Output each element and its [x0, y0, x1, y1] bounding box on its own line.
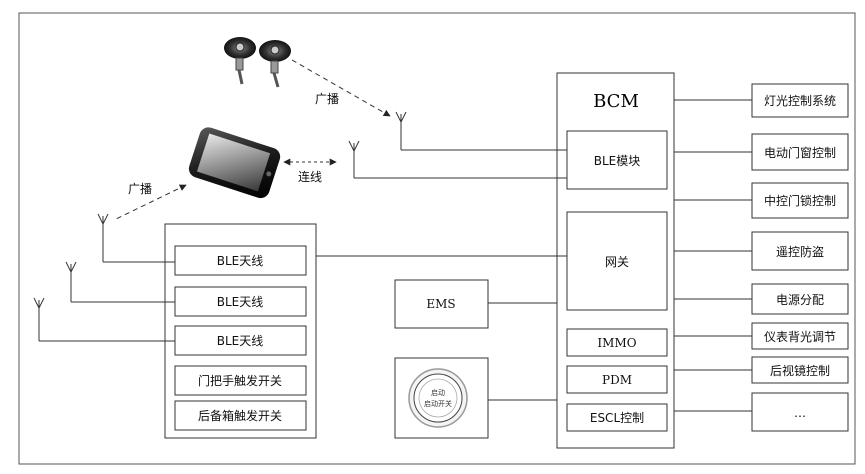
output-power-window — [751, 133, 849, 171]
tpms-sensor-icon — [224, 37, 256, 85]
output-lighting-label: 灯光控制系统 — [764, 94, 836, 108]
trunk-switch — [174, 400, 307, 431]
bcm-module-immo-label: IMMO — [597, 336, 636, 350]
connect-label: 连线 — [298, 169, 322, 184]
phone-broadcast-arrow — [113, 184, 187, 221]
output-remote-alarm-label: 遥控防盗 — [776, 244, 824, 259]
antenna-icon — [65, 261, 175, 303]
start-button-icon: 启动 启动开关 — [408, 368, 468, 428]
outputs — [674, 83, 849, 432]
antenna-icon — [97, 213, 175, 263]
door-handle-switch — [174, 365, 307, 396]
tpms-broadcast-arrow — [291, 59, 391, 117]
antenna-icon — [348, 140, 567, 179]
output-central-lock-label: 中控门锁控制 — [764, 193, 836, 208]
output-more — [751, 392, 849, 432]
antenna-item-3-label: BLE天线 — [217, 334, 264, 348]
bcm-module-gateway-label: 网关 — [605, 255, 629, 269]
tpms-sensor-icon — [259, 40, 291, 88]
antenna-item-1 — [174, 245, 307, 276]
output-backlight — [751, 322, 849, 350]
output-more-label: … — [794, 406, 806, 420]
bcm-title: BCM — [593, 91, 639, 112]
bcm-module-escl: ESCL控制 — [566, 403, 668, 432]
bcm-module-pdm-label: PDM — [602, 373, 632, 387]
output-power-window-label: 电动门窗控制 — [764, 145, 836, 160]
door-handle-switch-label: 门把手触发开关 — [198, 373, 282, 388]
broadcast-label-tpms: 广播 — [315, 92, 339, 106]
trunk-switch-label: 后备箱触发开关 — [198, 408, 282, 423]
output-remote-alarm — [751, 231, 849, 271]
antenna-item-2 — [174, 286, 307, 317]
bcm-module-ble-label: BLE模块 — [594, 154, 641, 168]
output-mirror — [751, 356, 849, 384]
start-button-text-1: 启动 — [431, 388, 445, 397]
ems-label: EMS — [426, 297, 455, 311]
output-central-lock — [751, 182, 849, 219]
output-mirror-label: 后视镜控制 — [770, 363, 830, 378]
antenna-icon — [395, 111, 567, 151]
bcm-module-ble: BLE模块 — [566, 130, 668, 190]
bcm-module-pdm: PDM — [566, 365, 668, 394]
antenna-item-3 — [174, 325, 307, 356]
output-backlight-label: 仪表背光调节 — [764, 330, 836, 344]
antenna-item-1-label: BLE天线 — [217, 254, 264, 268]
antenna-item-2-label: BLE天线 — [217, 295, 264, 309]
outer-frame — [18, 12, 856, 465]
bcm-module-gateway: 网关 — [566, 211, 668, 311]
output-power-distribution-label: 电源分配 — [776, 293, 824, 307]
output-lighting — [751, 83, 849, 118]
bcm-module-escl-label: ESCL控制 — [590, 411, 644, 425]
smartphone-icon — [188, 127, 281, 199]
bcm-module-immo: IMMO — [566, 328, 668, 357]
output-power-distribution — [751, 283, 849, 315]
broadcast-label-phone: 广播 — [128, 182, 152, 196]
ems-box — [394, 279, 489, 329]
antenna-icon — [33, 297, 175, 342]
start-button-text-2: 启动开关 — [424, 399, 452, 408]
